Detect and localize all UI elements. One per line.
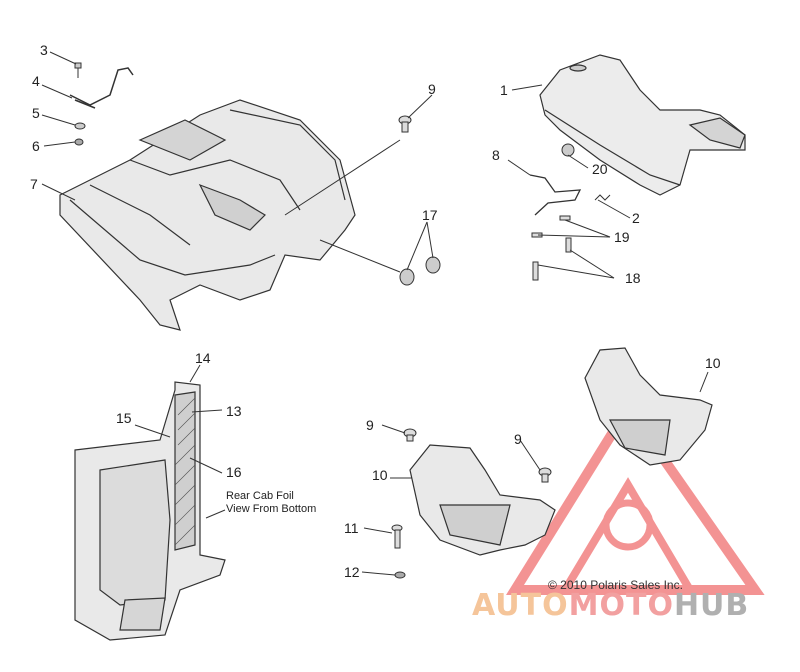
copyright-text: © 2010 Polaris Sales Inc. [548,578,683,592]
callout-17: 17 [422,207,438,223]
callout-5: 5 [32,105,40,121]
callout-8: 8 [492,147,500,163]
note-line-1: Rear Cab Foil [226,490,294,502]
foil-part-13 [177,397,196,446]
callout-20: 20 [592,161,608,177]
callout-1: 1 [500,82,508,98]
bumper-part-20 [561,143,575,157]
callout-10-left: 10 [372,467,388,483]
watermark-brand: AUTOMOTOHUB [472,588,749,623]
callout-2: 2 [632,210,640,226]
callout-18: 18 [625,270,641,286]
push-rivet-part-9-lower [403,428,552,483]
callout-9-left: 9 [366,417,374,433]
bracket-part-4 [69,67,134,109]
watermark-logo-icon [506,398,765,595]
callout-12: 12 [344,564,360,580]
callout-10-right: 10 [705,355,721,371]
callout-14: 14 [195,350,211,366]
callout-9-top: 9 [428,81,436,97]
callout-9-right: 9 [514,431,522,447]
callout-13: 13 [226,403,242,419]
bolt-part-11 [391,524,403,549]
callout-11: 11 [344,520,359,536]
callout-4: 4 [32,73,40,89]
rear-fender-assembly [59,99,356,331]
callout-19: 19 [614,229,630,245]
seat-latch-part-8 [529,174,582,216]
nut-part-6 [74,138,84,146]
note-line-2: View From Bottom [226,503,317,515]
callout-6: 6 [32,138,40,154]
pin-part-19 [531,215,571,238]
callout-16: 16 [226,464,242,480]
spring-part-2 [594,194,611,201]
bolt-part-3 [74,62,82,78]
washer-part-5 [74,122,86,130]
footwell-right-part-10 [584,347,713,466]
leader-lines [41,51,709,576]
brand-part-auto: AUTO [472,588,569,623]
callout-15: 15 [116,410,132,426]
footwell-left-part-10 [409,444,556,556]
nut-part-12 [394,571,406,579]
grommet-part-17 [399,256,441,286]
seat-part-1 [539,54,746,196]
foil-part-16 [174,444,196,546]
pin-part-18 [532,237,572,281]
callout-7: 7 [30,176,38,192]
brand-part-moto: MOTO [568,588,674,623]
push-rivet-part-9 [398,115,412,133]
callout-3: 3 [40,42,48,58]
rear-cab-part [74,381,226,641]
brand-part-hub: HUB [673,588,750,623]
